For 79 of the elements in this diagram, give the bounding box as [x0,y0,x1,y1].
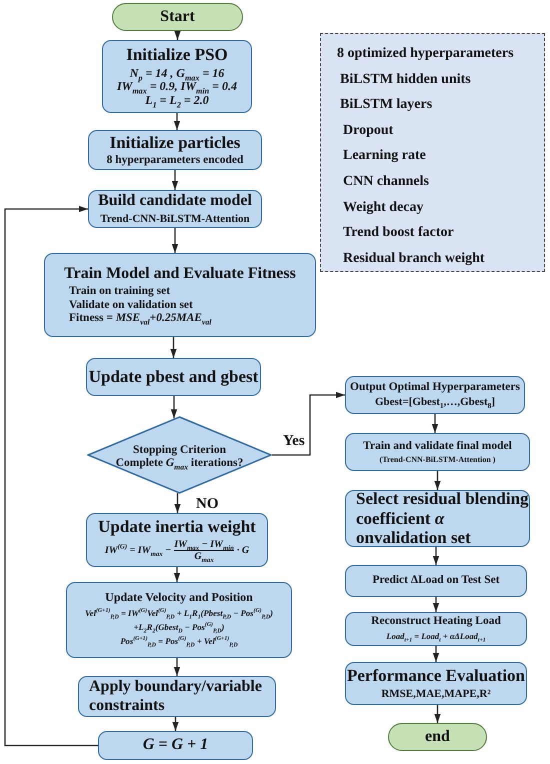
process-box [345,662,527,705]
box-text: (Trend-CNN-BiLSTM-Attention ) [380,455,496,464]
box-title: Stopping Criterion [133,444,226,457]
list-item: Residual branch weight [343,250,485,267]
box-title: Initialize particles [110,132,240,152]
box-title: Output Optimal Hyperparameters [350,381,520,394]
arrow [174,493,181,513]
process-box [86,513,268,567]
process-box [345,376,525,414]
formula: G$_{max}$ [194,551,214,563]
arrow [174,567,180,582]
list-item: CNN channels [343,174,429,190]
formula: IW$^{(G)}$ = IW$_{max}$ − [104,545,172,557]
process-box [44,253,316,337]
arrow [172,170,178,190]
list-item: BiLSTM hidden units [340,72,471,88]
arrow [174,30,181,40]
process-box [88,190,262,228]
box-text: Gbest=[Gbest$_{1}$,…,Gbest$_{8}$] [374,396,496,409]
box-title: Train Model and Evaluate Fitness [64,264,296,284]
list-item: BiLSTM layers [340,97,432,114]
list-item: Dropout [343,122,394,139]
arrow [174,113,180,130]
terminal-label: end [425,728,450,746]
note-heading: 8 optimized hyperparameters [337,46,514,62]
arrow [174,658,180,676]
box-text: RMSE,MAE,MAPE,R² [381,688,491,701]
process-box [78,676,276,717]
process-box [345,433,530,471]
process-box [345,565,527,597]
arrow [432,547,440,565]
process-box [66,582,292,658]
formula: · G [236,545,250,557]
box-text: Train on training set [69,285,170,299]
process-box [102,40,252,113]
process-box [88,130,262,170]
box-title: Performance Evaluation [347,666,525,686]
box-text: Validate on validation set [69,298,193,312]
arrow [172,717,179,731]
box-text: Fitness = MSE$_{val}$+0.25MAE$_{val}$ [69,312,212,326]
process-box [345,612,527,646]
arrow [432,414,438,433]
box-title: Update inertia weight [98,517,256,537]
formula: G = G + 1 [142,736,208,755]
box-title: Initialize PSO [126,45,228,65]
box-title: Reconstruct Heating Load [371,614,501,628]
box-title: Update pbest and gbest [88,367,258,387]
box-title: Update Velocity and Position [105,591,253,606]
arrow [172,228,178,253]
arrow [434,471,441,490]
arrow [170,337,177,358]
box-text: 8 hyperparameters encoded [106,154,244,168]
box-title: Build candidate model [98,192,252,211]
terminal-label: Start [160,8,195,26]
box-title: Apply boundary/variable constraints [88,678,263,715]
arrow [432,646,440,662]
list-item: Weight decay [343,200,424,216]
decision-diamond [87,416,272,494]
formula: N$_{p}$ = 14 , G$_{max}$ = 16 [130,66,224,80]
formula: L$_{1}$ = L$_{2}$ = 2.0 [145,94,209,108]
box-title: Predict ΔLoad on Test Set [372,574,500,588]
box-title: Select residual blending coefficient α onvalidation set [355,489,529,548]
arrow [434,705,441,723]
process-box [86,358,261,396]
box-text: Trend-CNN-BiLSTM-Attention [100,212,250,226]
process-box [98,731,253,760]
box-title: Train and validate final model [363,440,512,454]
box-text: Complete G$_{max}$ iterations? [116,457,244,470]
arrow [4,206,98,746]
formula: IW$_{max}$ − IW$_{min}$ [174,538,234,550]
arrow [272,392,345,456]
arrow [432,597,440,612]
formula: Vel$^{(G+1)}$$_{P,D}$ = IW$^{(G)}$Vel$^{(G)}$$_{P,D}$ + L$_{1}$R$_{1}$(Pbest$_{P,D}$ − Pos$^{(G)}$$_{P,D}$) [85,607,273,622]
formula: Load$_{t+1}$ = Load$_{t}$ + αΔLoad$_{t+1}$ [386,630,486,644]
list-item: Learning rate [343,148,426,164]
arrow [170,396,178,418]
note-box [320,33,545,272]
formula: +L$_{2}$R$_{2}$(Gbest$_{D}$ − Pos$^{(G)}$$_{P,D}$) [134,621,224,635]
list-item: Trend boost factor [343,225,454,242]
